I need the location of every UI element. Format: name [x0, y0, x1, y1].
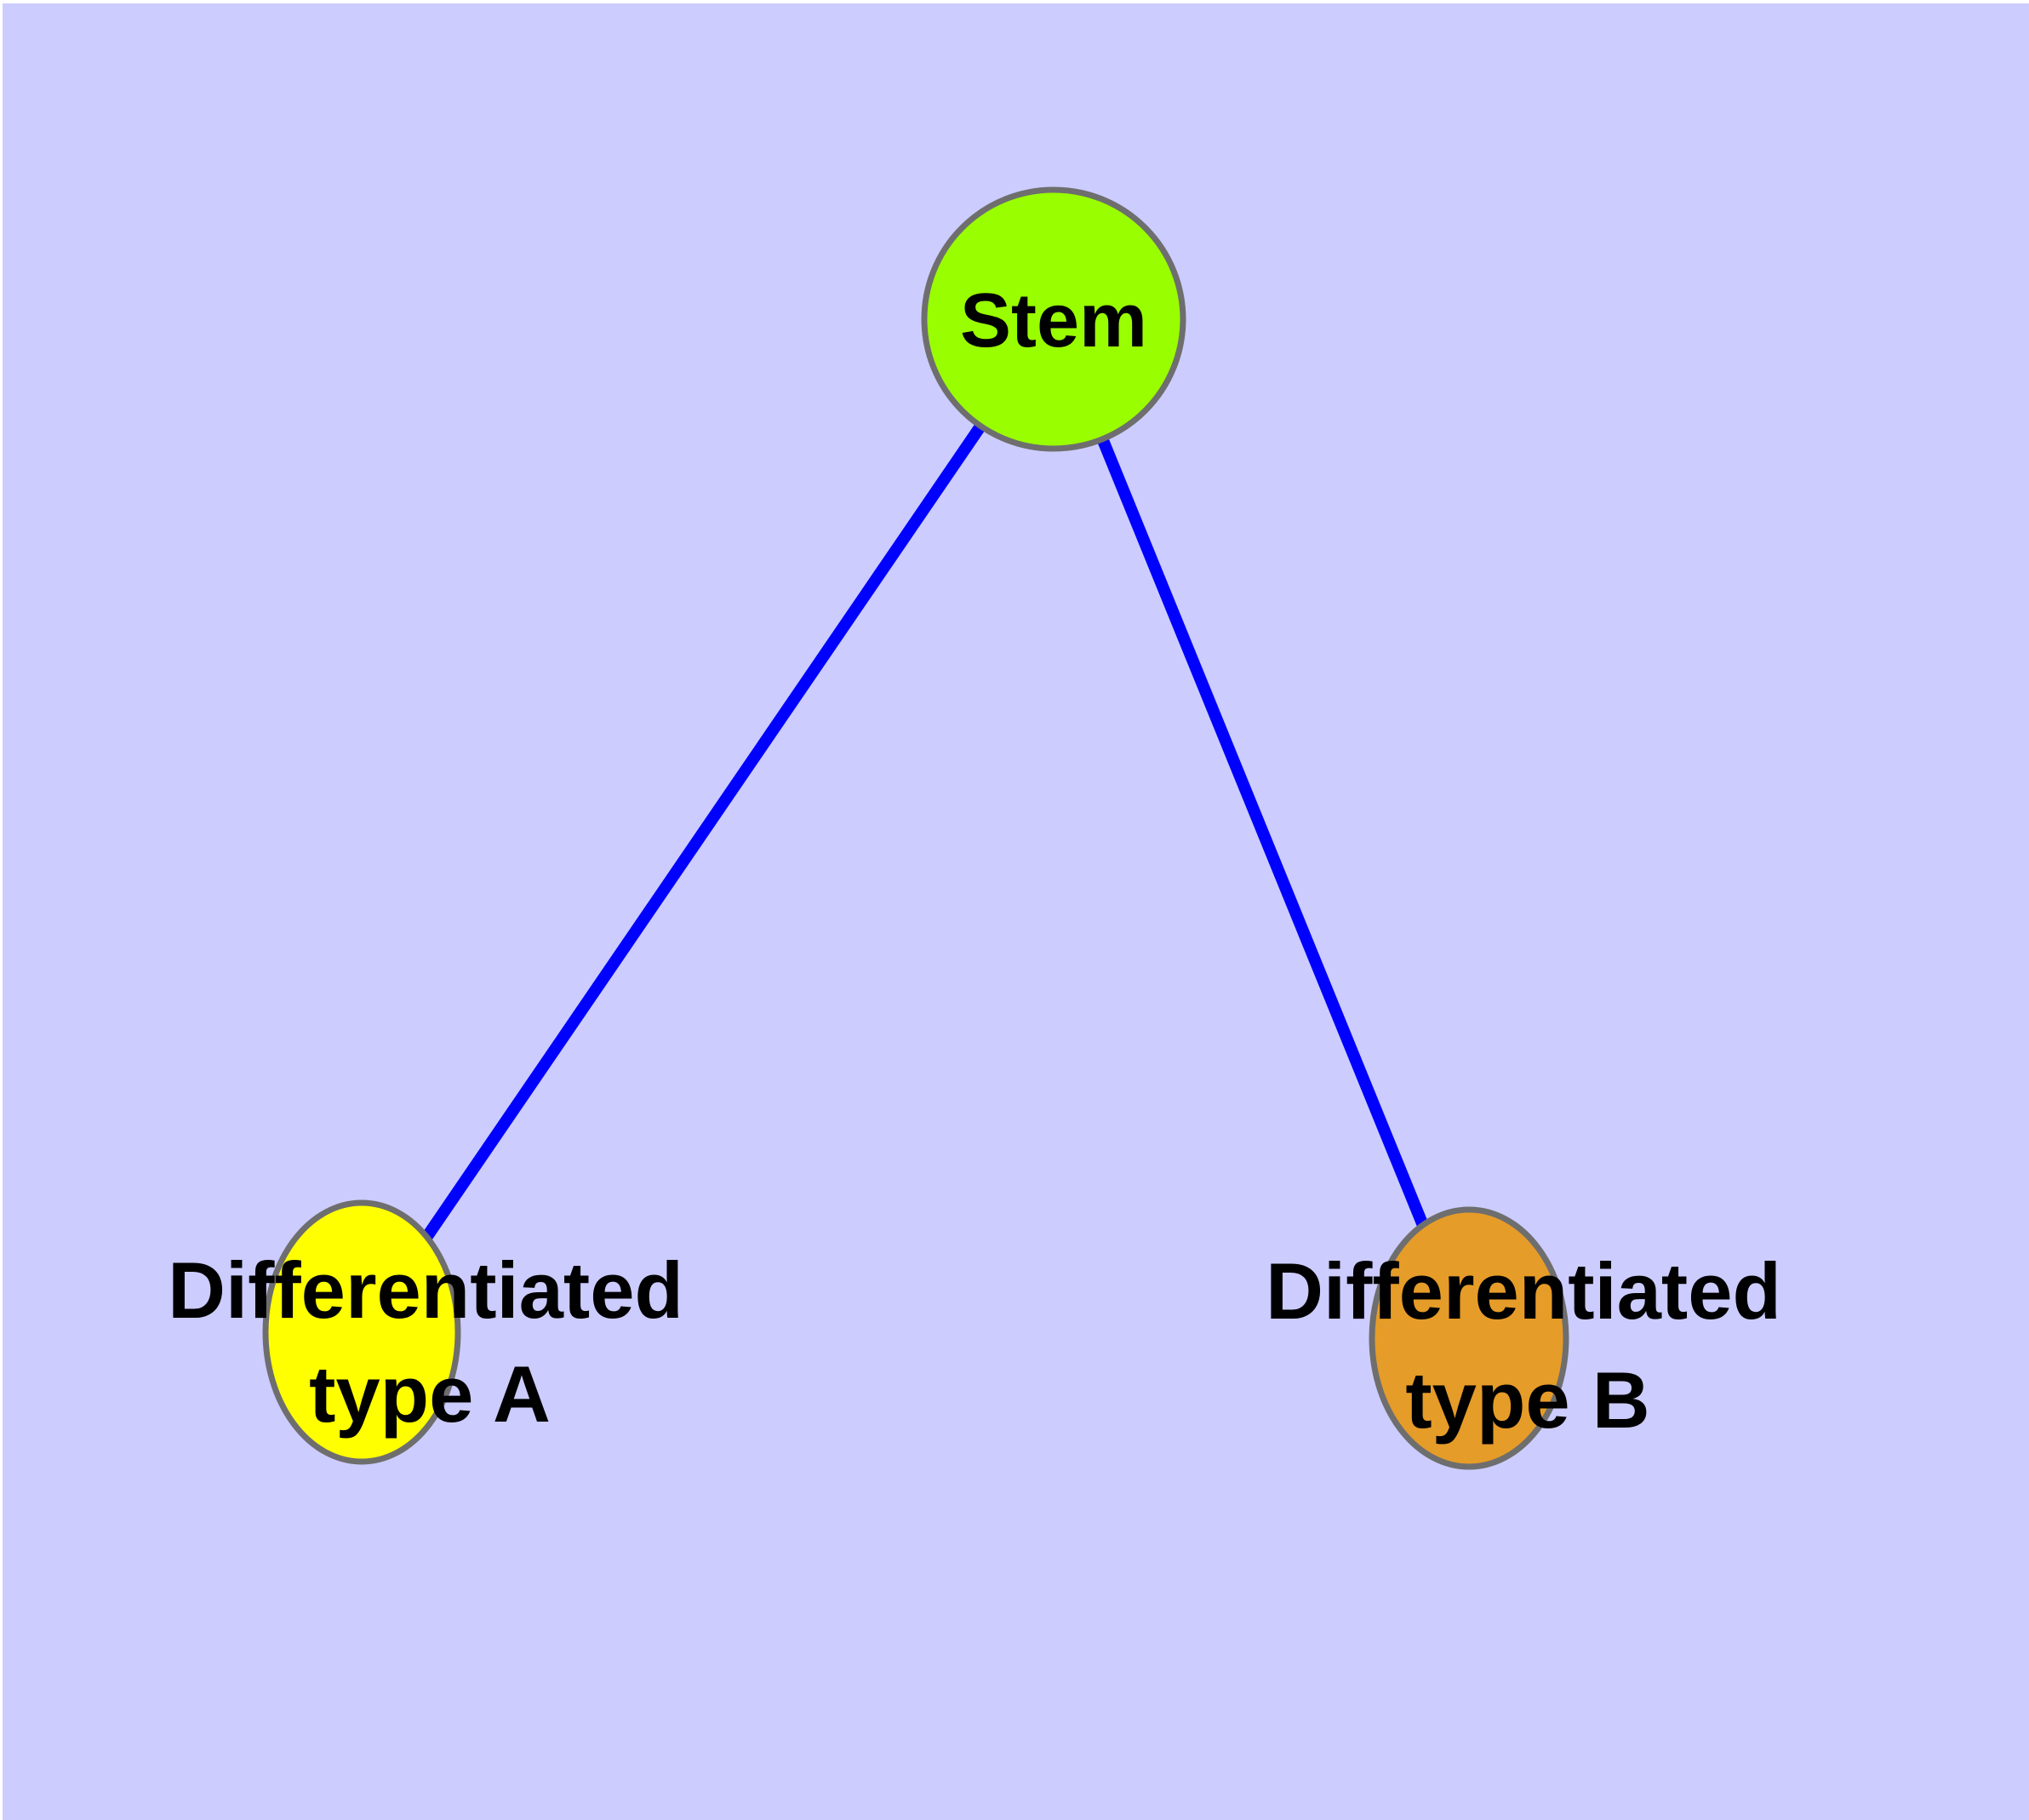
stem-node-label: Stem — [960, 278, 1147, 363]
stem-node — [921, 186, 1186, 452]
type-b-node — [1369, 1206, 1569, 1470]
edge-stem-to-type-b — [1048, 317, 1475, 1341]
type-a-node — [262, 1199, 461, 1465]
type-b-label-line-1: Differentiated — [1266, 1246, 1781, 1336]
type-b-label-line-2: type B — [1405, 1355, 1649, 1445]
type-a-label-line-1: Differentiated — [168, 1245, 683, 1335]
edge-stem-to-type-a — [357, 316, 1059, 1336]
type-a-label-line-2: type A — [309, 1349, 551, 1439]
